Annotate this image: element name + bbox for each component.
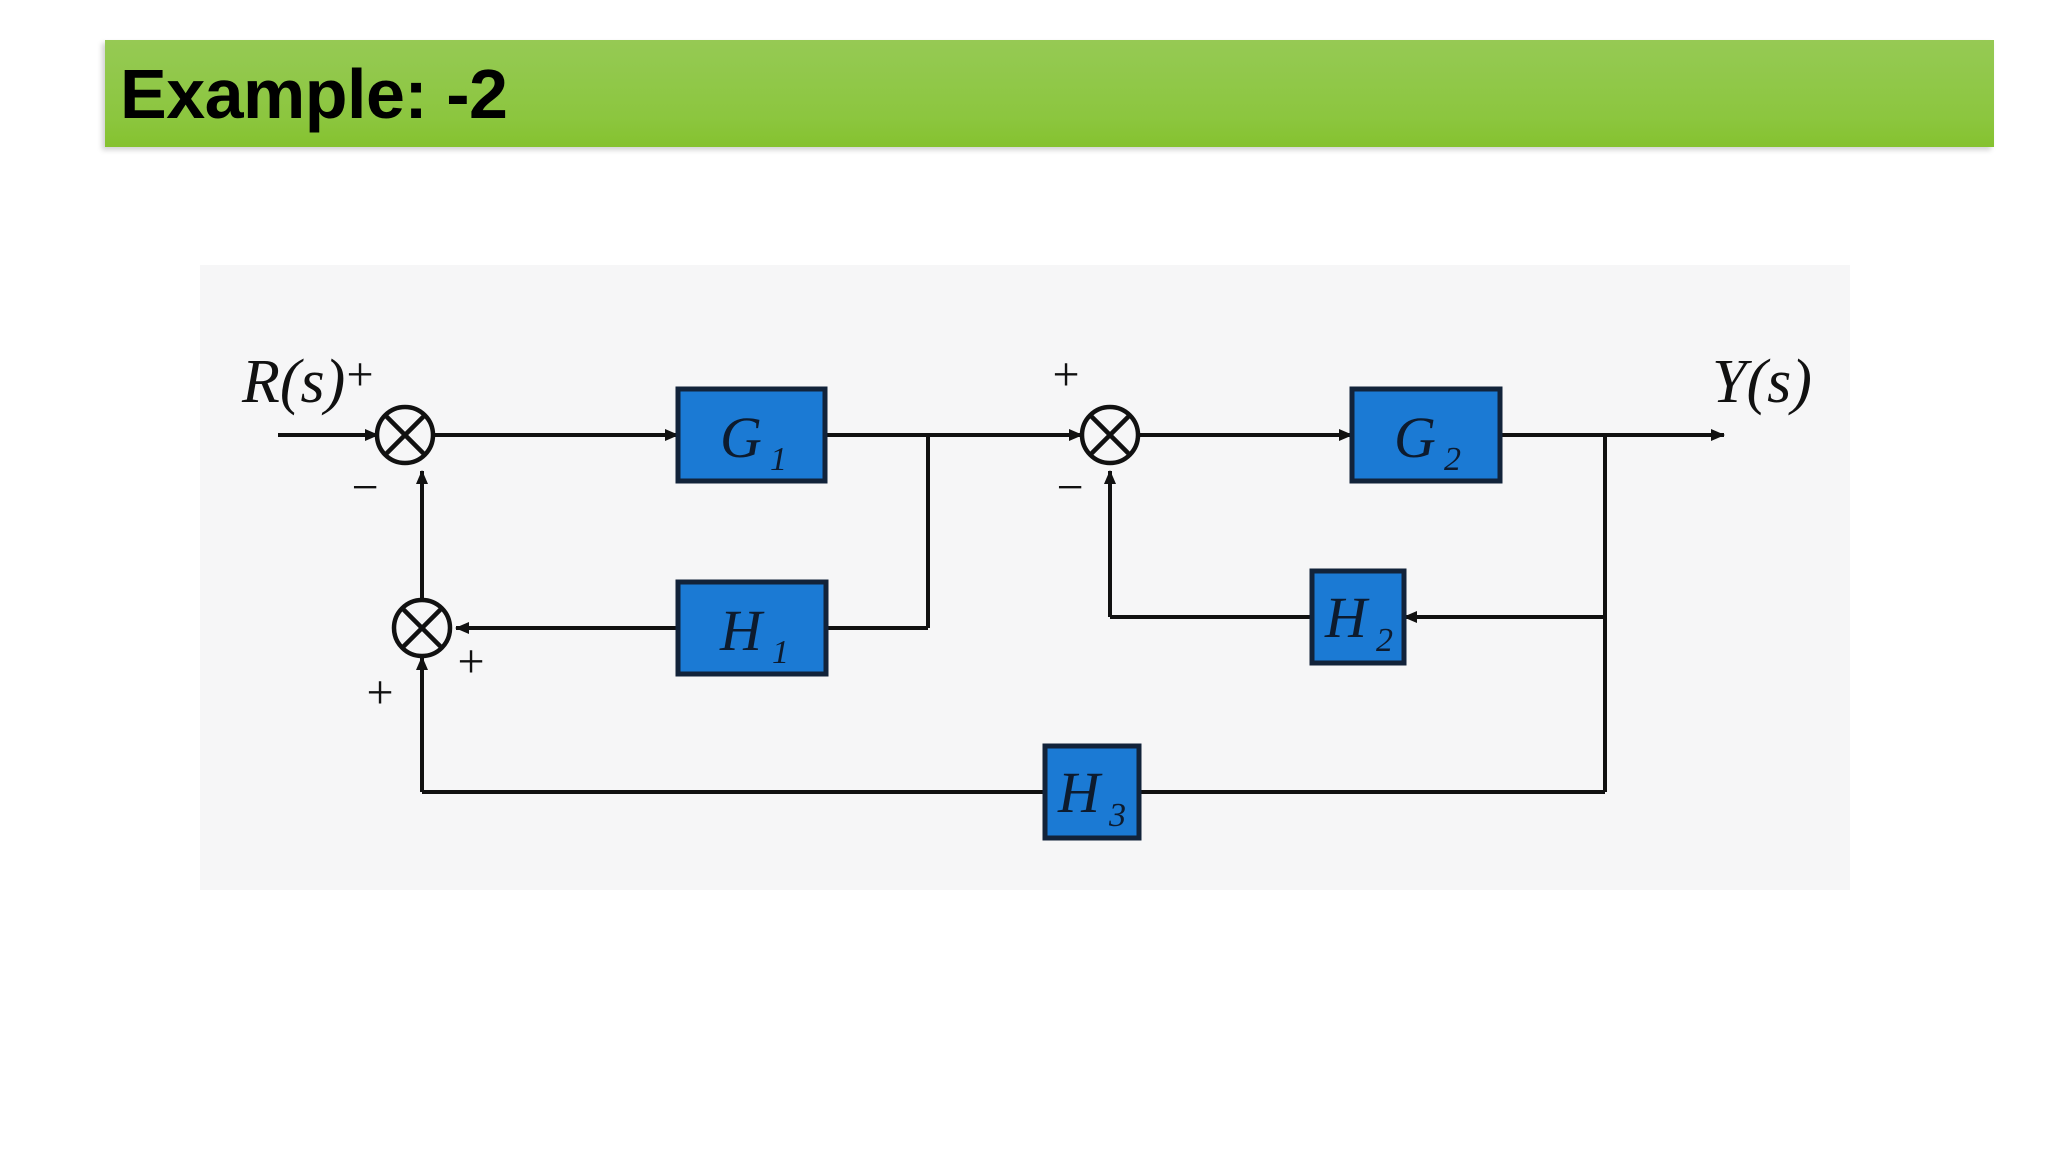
block-h2-subscript: 2 xyxy=(1376,622,1393,659)
block-g2-letter: G xyxy=(1394,405,1436,470)
block-g1-subscript: 1 xyxy=(770,441,787,478)
sum1-minus-sign: − xyxy=(351,461,378,514)
summing-junction-1[interactable] xyxy=(374,404,436,466)
sum1-plus-sign: + xyxy=(346,348,373,401)
output-label-ys: Y(s) xyxy=(1712,348,1812,416)
block-h1[interactable]: H 1 xyxy=(675,579,829,677)
block-g1-letter: G xyxy=(720,405,762,470)
block-h1-rect xyxy=(675,579,829,677)
sum3-plus-sign-right: + xyxy=(457,635,484,688)
block-g2-subscript: 2 xyxy=(1444,441,1461,478)
sum2-plus-sign: + xyxy=(1052,348,1079,401)
page-title: Example: -2 xyxy=(120,54,508,133)
input-label-rs: R(s) xyxy=(241,348,345,416)
block-g2[interactable]: G 2 xyxy=(1349,386,1503,484)
summing-junction-3[interactable] xyxy=(391,597,453,659)
block-h3-letter: H xyxy=(1057,760,1103,825)
block-h3-rect xyxy=(1042,743,1142,841)
block-h2[interactable]: H 2 xyxy=(1309,568,1407,666)
sum2-x-stroke-b xyxy=(1089,414,1131,456)
block-h1-letter: H xyxy=(719,598,765,663)
block-h2-rect xyxy=(1309,568,1407,666)
sum1-x-stroke-b xyxy=(384,414,426,456)
sum3-plus-sign-bottom: + xyxy=(366,666,393,719)
slide-title-banner: Example: -2 xyxy=(105,40,1994,147)
block-g1-rect xyxy=(675,386,828,484)
block-h3-subscript: 3 xyxy=(1108,797,1126,834)
block-g2-rect xyxy=(1349,386,1503,484)
block-h2-letter: H xyxy=(1324,585,1370,650)
block-diagram-svg: + − + − + + G 1 G 2 xyxy=(241,348,1812,841)
block-diagram-panel: + − + − + + G 1 G 2 xyxy=(200,265,1850,890)
block-h1-subscript: 1 xyxy=(772,634,789,671)
sum3-x-stroke-b xyxy=(401,607,443,649)
block-h3[interactable]: H 3 xyxy=(1042,743,1142,841)
sum2-minus-sign: − xyxy=(1056,461,1083,514)
summing-junction-2[interactable] xyxy=(1079,404,1141,466)
block-g1[interactable]: G 1 xyxy=(675,386,828,484)
